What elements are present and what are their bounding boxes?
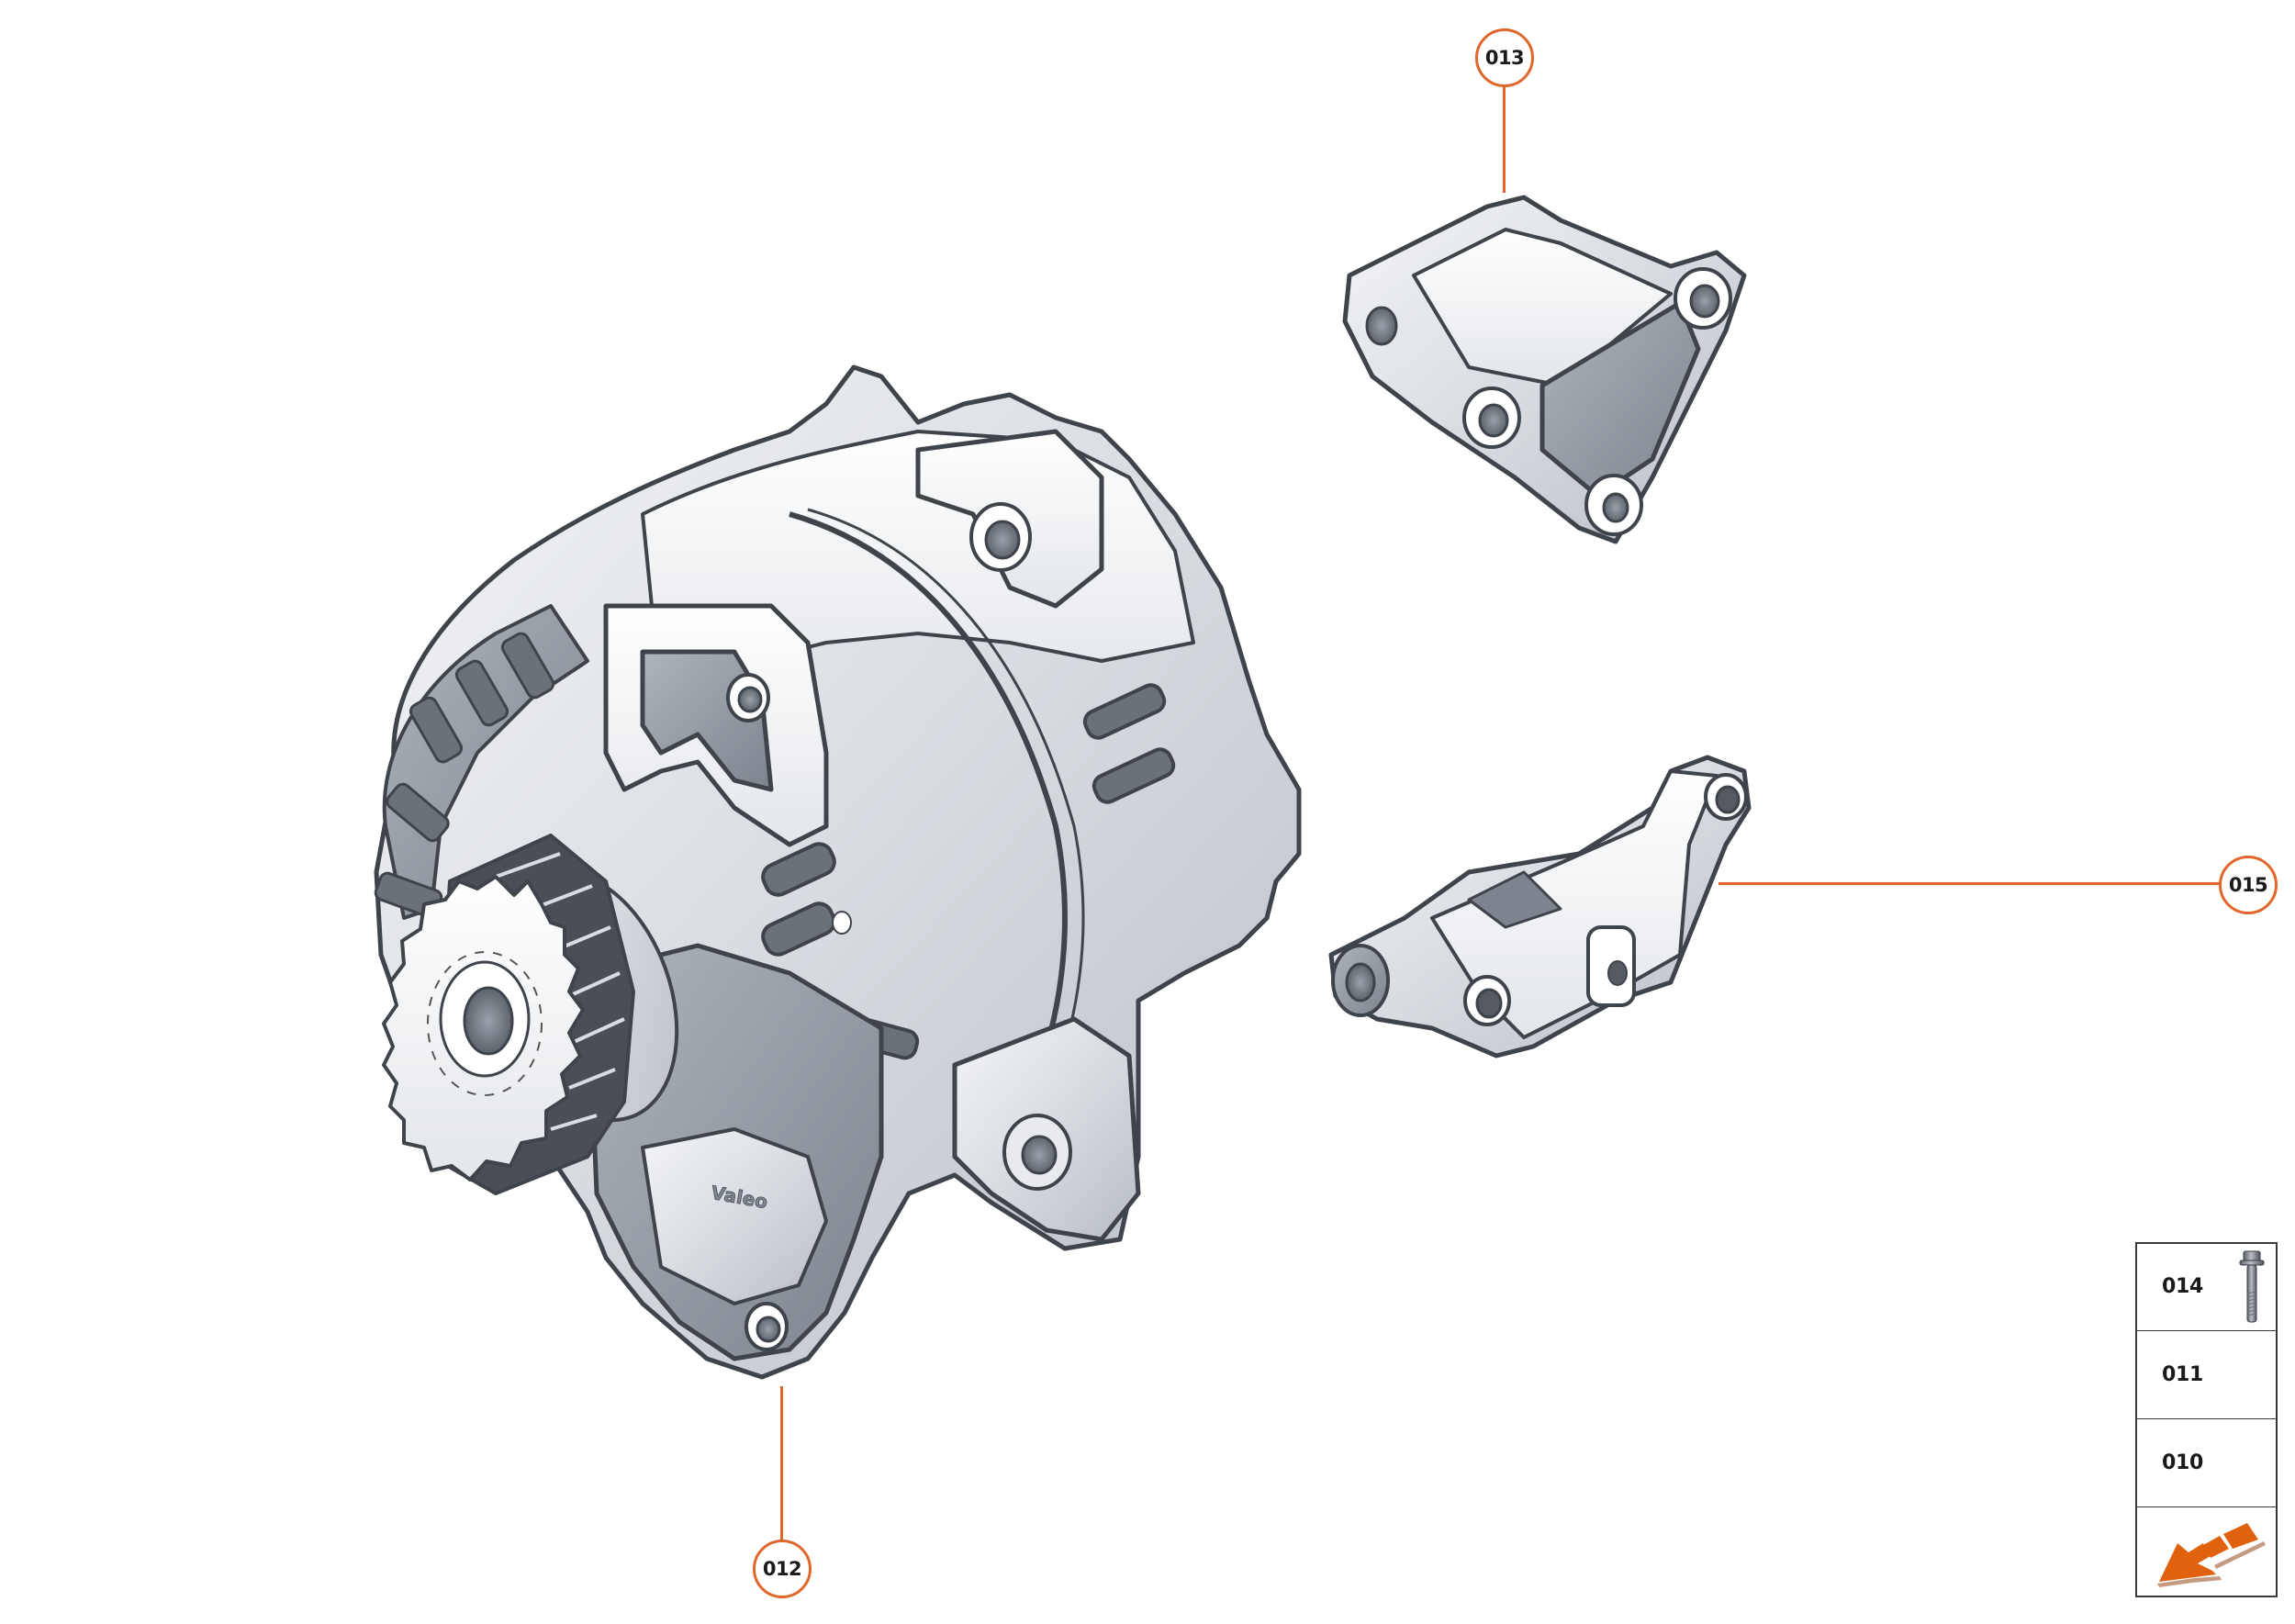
parts-row-label: 010 bbox=[2162, 1451, 2204, 1474]
callout-015[interactable]: 015 bbox=[2219, 856, 2278, 914]
parts-row-014[interactable]: 014 bbox=[2137, 1244, 2276, 1331]
parts-row-010[interactable]: 010 bbox=[2137, 1420, 2276, 1507]
parts-list-panel: 014 011 010 bbox=[2135, 1242, 2278, 1597]
callout-015-leader bbox=[1718, 882, 2220, 885]
lower-bracket bbox=[1328, 755, 1752, 1058]
callout-013[interactable]: 013 bbox=[1475, 28, 1534, 87]
navigate-back-button[interactable] bbox=[2137, 1508, 2276, 1596]
bolt-icon bbox=[2239, 1250, 2265, 1323]
callout-012[interactable]: 012 bbox=[753, 1540, 812, 1598]
upper-bracket bbox=[1342, 195, 1747, 544]
parts-row-011[interactable]: 011 bbox=[2137, 1332, 2276, 1419]
navigate-arrow-icon bbox=[2157, 1523, 2266, 1587]
callout-012-leader bbox=[780, 1386, 783, 1540]
parts-row-label: 014 bbox=[2162, 1275, 2204, 1298]
alternator: Valeo bbox=[374, 364, 1302, 1380]
callout-013-leader bbox=[1503, 85, 1506, 193]
parts-row-label: 011 bbox=[2162, 1363, 2204, 1386]
